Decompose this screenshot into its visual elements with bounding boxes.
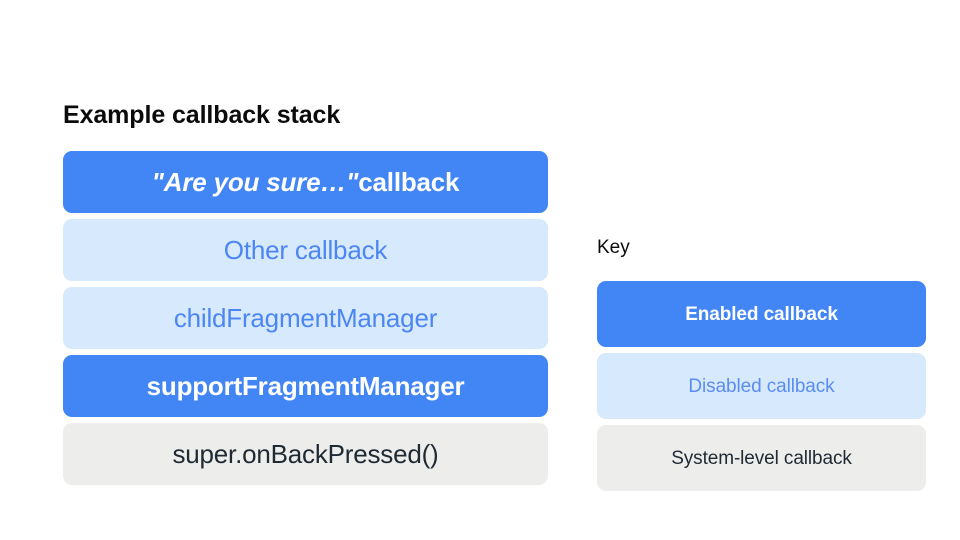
callback-stack-item-4[interactable]: super.onBackPressed() xyxy=(63,423,548,485)
key-legend-item-enabled: Enabled callback xyxy=(597,281,926,347)
callback-stack-item-0[interactable]: "Are you sure…" callback xyxy=(63,151,548,213)
callback-stack-section: Example callback stack "Are you sure…" c… xyxy=(63,100,548,485)
callback-stack-item-2[interactable]: childFragmentManager xyxy=(63,287,548,349)
key-legend-list: Enabled callback Disabled callback Syste… xyxy=(597,281,926,491)
page-title: Example callback stack xyxy=(63,101,341,129)
callback-stack-list: "Are you sure…" callback Other callback … xyxy=(63,151,548,485)
key-legend-item-system-label: System-level callback xyxy=(671,447,852,469)
callback-stack-item-3-label: supportFragmentManager xyxy=(146,371,465,401)
callback-stack-item-1[interactable]: Other callback xyxy=(63,219,548,281)
callback-stack-item-1-label: Other callback xyxy=(223,235,388,265)
key-legend-section: Key Enabled callback Disabled callback S… xyxy=(597,236,926,491)
callback-stack-item-0-label: "Are you sure…" xyxy=(151,167,359,197)
callback-stack-item-3[interactable]: supportFragmentManager xyxy=(63,355,548,417)
key-legend-item-disabled-label: Disabled callback xyxy=(688,375,835,397)
key-legend-title: Key xyxy=(597,237,630,258)
callback-stack-item-4-label: super.onBackPressed() xyxy=(172,439,439,469)
key-legend-item-system: System-level callback xyxy=(597,425,926,491)
key-legend-item-disabled: Disabled callback xyxy=(597,353,926,419)
callback-stack-item-2-label: childFragmentManager xyxy=(173,303,438,333)
callback-stack-item-0-suffix: callback xyxy=(358,167,460,197)
key-legend-item-enabled-label: Enabled callback xyxy=(685,303,838,325)
